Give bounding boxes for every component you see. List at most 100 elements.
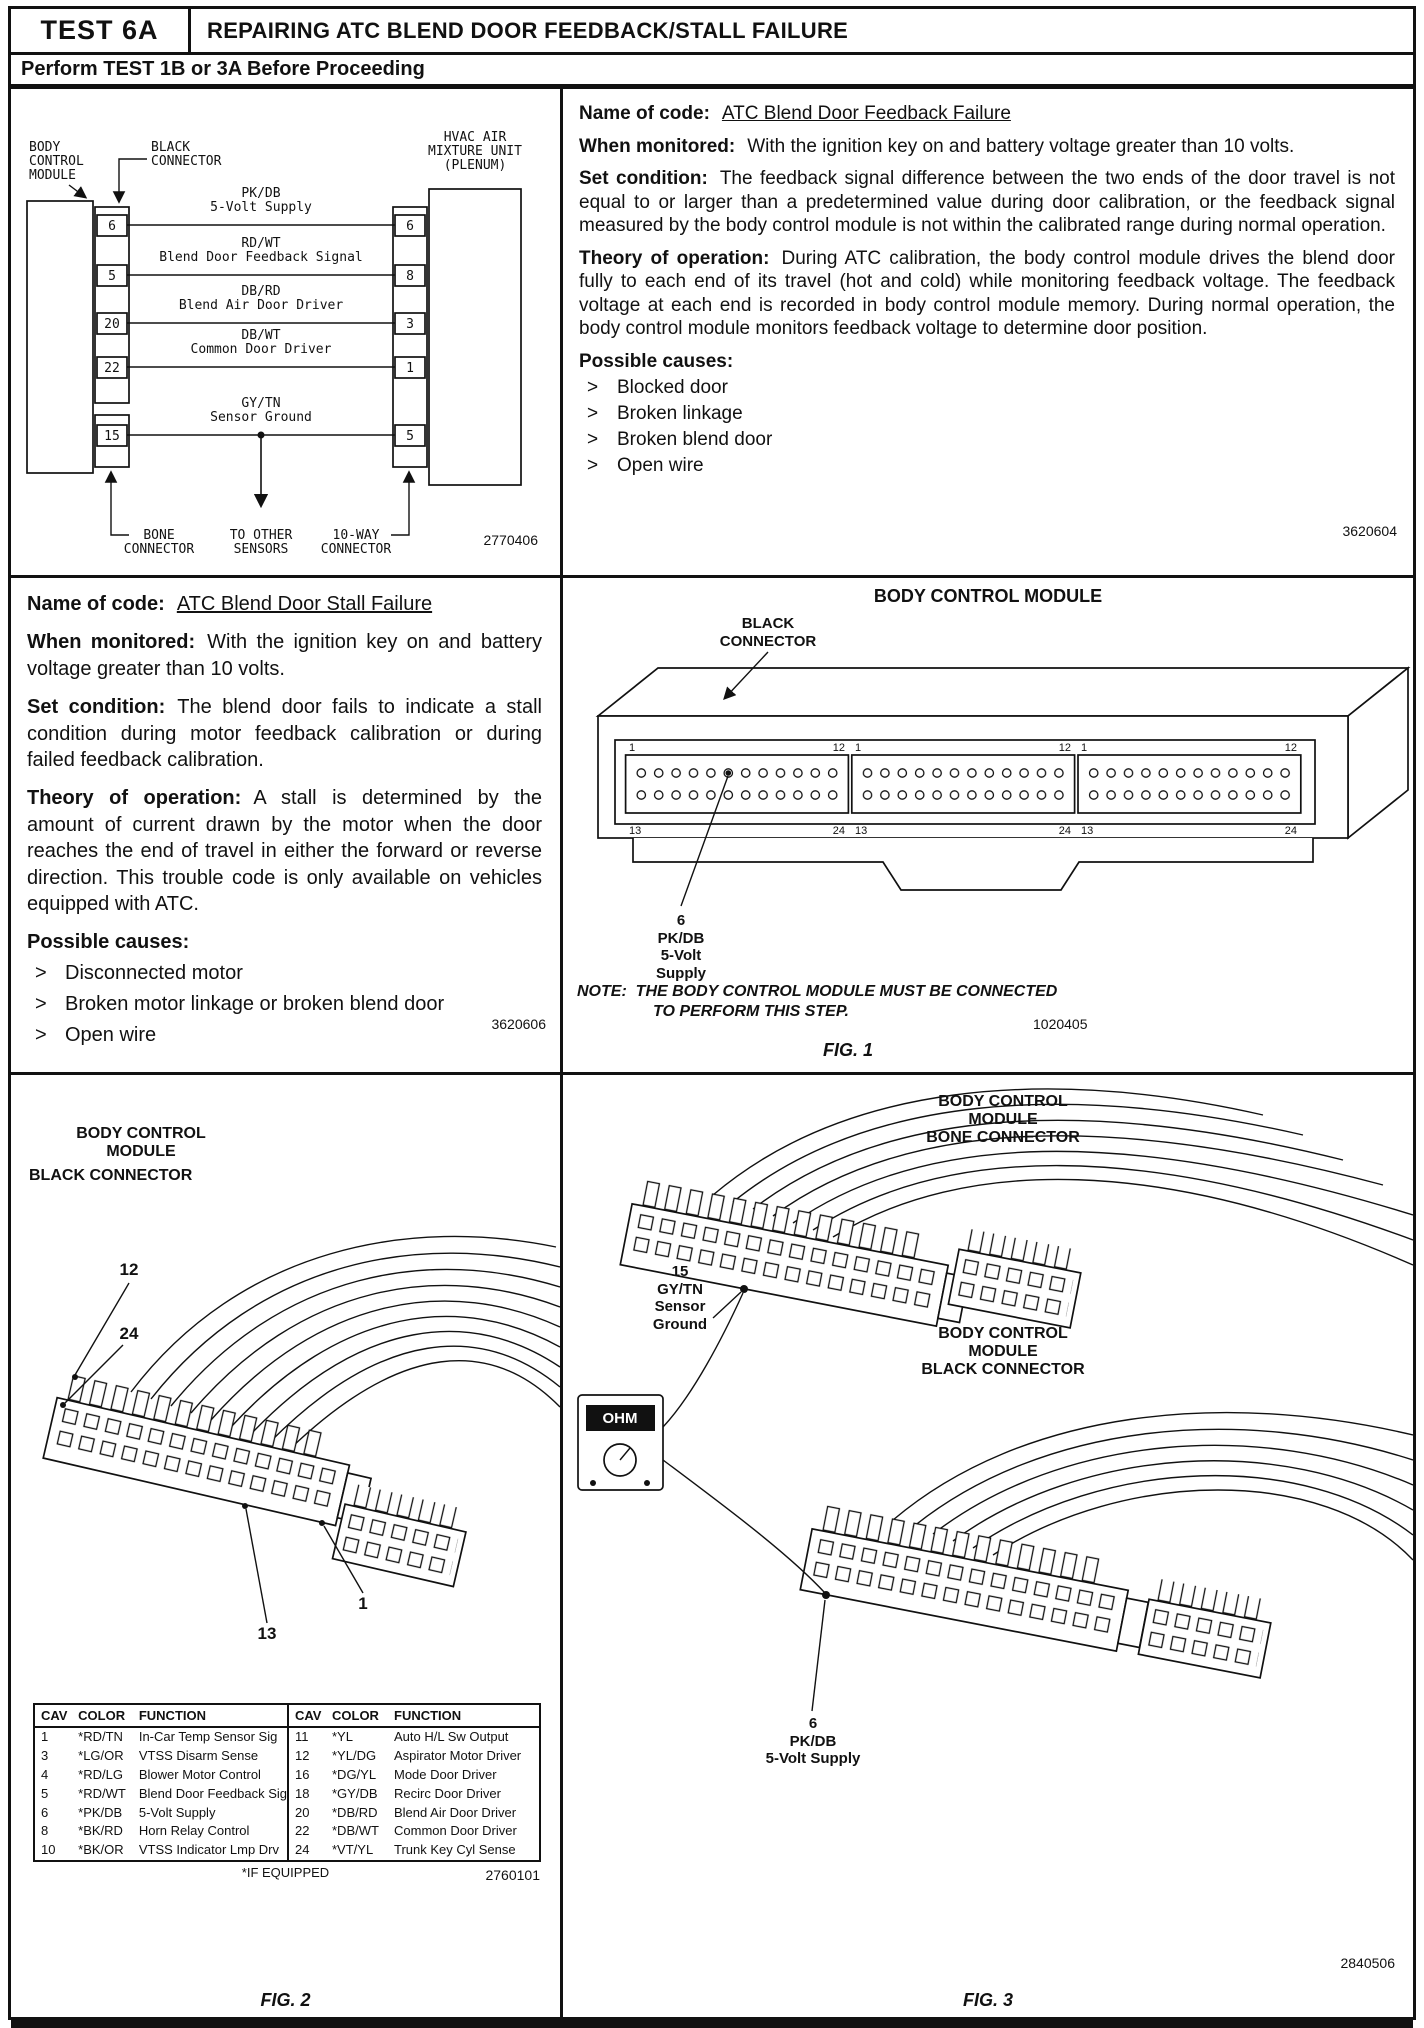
wiring-diagram: 6 5 20 22 15 6 8 3 1 5 BODY CONTROL MODU… (26, 130, 538, 557)
wiring-diagram-panel: 6 5 20 22 15 6 8 3 1 5 BODY CONTROL MODU… (11, 89, 560, 575)
wire-function: 5-Volt Supply (210, 200, 312, 215)
col-header: CAV (35, 1705, 73, 1728)
pin-number: 6 (406, 219, 414, 234)
fig1-title: BODY CONTROL MODULE (873, 586, 1103, 606)
col-header: FUNCTION (132, 1705, 287, 1728)
figure-ref-number: 2770406 (483, 532, 538, 548)
bcm-pins: 6 5 20 22 15 (96, 214, 128, 447)
pin-number: 12 (833, 742, 845, 754)
cause-item: >Blocked door (587, 377, 728, 399)
set-condition: Set condition:The blend door fails to in… (27, 696, 542, 771)
figure-ref-number: 2760101 (485, 1867, 540, 1883)
figure-ref-number: 3620606 (491, 1016, 546, 1032)
pin-number: 5 (108, 269, 116, 284)
pin-callout-24: 24 (120, 1324, 139, 1343)
fig3-drawing: OHM (577, 1088, 1413, 1712)
page-footer-bar (11, 2017, 1413, 2028)
col-header: COLOR (72, 1705, 133, 1728)
stall-failure-panel: Name of code:ATC Blend Door Stall Failur… (11, 575, 560, 1072)
set-condition: Set condition:The feedback signal differ… (579, 168, 1396, 237)
svg-text:CONTROL: CONTROL (29, 154, 84, 169)
wire-color: DB/WT (241, 328, 280, 343)
test-label: TEST 6A (40, 15, 159, 45)
theory-of-operation: Theory of operation:During ATC calibrati… (579, 247, 1395, 340)
svg-text:HVAC AIR: HVAC AIR (444, 130, 507, 145)
main-grid: 6 5 20 22 15 6 8 3 1 5 BODY CONTROL MODU… (11, 89, 1413, 2017)
col-header: CAV (288, 1705, 326, 1728)
fig2-panel: BODY CONTROL MODULE BLACK CONNECTOR (11, 1072, 560, 2017)
cause-item: >Broken motor linkage or broken blend do… (35, 992, 445, 1015)
pin-number: 5 (406, 429, 414, 444)
document-frame: TEST 6A REPAIRING ATC BLEND DOOR FEEDBAC… (8, 6, 1416, 2028)
fig3-panel: OHM BODY CONTROL MODULE BONE CONNECTOR B… (560, 1072, 1413, 2017)
header-row: TEST 6A REPAIRING ATC BLEND DOOR FEEDBAC… (11, 9, 1413, 55)
subtitle-row: Perform TEST 1B or 3A Before Proceeding (11, 55, 1413, 89)
pin-number: 13 (855, 825, 867, 837)
hvac-label: HVAC AIR MIXTURE UNIT (PLENUM) (428, 130, 522, 173)
svg-text:MIXTURE UNIT: MIXTURE UNIT (428, 144, 522, 159)
black-connector-label: BLACK CONNECTOR (720, 615, 817, 650)
black-connector-body (42, 1373, 373, 1527)
pin-number: 8 (406, 269, 414, 284)
cause-item: >Disconnected motor (35, 961, 243, 984)
svg-text:CONNECTOR: CONNECTOR (124, 542, 195, 557)
pin15-dot (740, 1285, 748, 1293)
page-title: REPAIRING ATC BLEND DOOR FEEDBACK/STALL … (207, 17, 849, 43)
wire-color: RD/WT (241, 236, 280, 251)
pin-number: 24 (1285, 825, 1297, 837)
fig1-caption: FIG. 1 (822, 1040, 873, 1060)
wire-function: Blend Air Door Driver (179, 298, 344, 313)
wire-labels: PK/DB 5-Volt Supply RD/WT Blend Door Fee… (159, 186, 363, 425)
fig2-caption: FIG. 2 (260, 1990, 311, 2010)
svg-text:MODULE: MODULE (29, 168, 76, 183)
bone-secondary-body (947, 1228, 1082, 1329)
pin-callout-13: 13 (258, 1624, 277, 1643)
pin6-callout: 6 PK/DB 5-Volt Supply (765, 1715, 861, 1768)
wire-function: Common Door Driver (191, 342, 332, 357)
pin-number: 24 (833, 825, 845, 837)
black-connector-body (799, 1504, 1150, 1653)
bcm-box (26, 200, 94, 474)
cause-item: >Broken blend door (587, 429, 773, 451)
svg-text:CONNECTOR: CONNECTOR (720, 633, 817, 650)
wire-function: Sensor Ground (210, 410, 312, 425)
pin-number: 6 (108, 219, 116, 234)
pin-number: 3 (406, 317, 414, 332)
wire-color: PK/DB (241, 186, 280, 201)
fig2-drawing: 12 24 13 1 (42, 1235, 560, 1643)
table-footnote: *IF EQUIPPED (241, 1865, 330, 1880)
bcm-label: BODY CONTROL MODULE (29, 140, 84, 183)
possible-causes-heading: Possible causes: (579, 350, 734, 372)
pin-number: 20 (104, 317, 120, 332)
pin6-dot (822, 1591, 830, 1599)
black-secondary-body (1137, 1578, 1272, 1679)
fig1-panel: BODY CONTROL MODULE 1 (560, 575, 1413, 1072)
fig2-connector-label: BLACK CONNECTOR (29, 1167, 193, 1184)
meter-display: OHM (603, 1410, 638, 1427)
wire-harness (712, 1088, 1413, 1266)
pin-number: 1 (855, 742, 861, 754)
svg-text:CONNECTOR: CONNECTOR (151, 154, 222, 169)
pin6-callout: 6 PK/DB 5-Volt Supply (655, 912, 706, 983)
bone-connector-label: BODY CONTROL MODULE BONE CONNECTOR (926, 1093, 1080, 1146)
secondary-connector-body (331, 1483, 467, 1588)
pin-number: 1 (629, 742, 635, 754)
hvac-box (428, 188, 522, 486)
to-other-sensors-label: TO OTHER SENSORS (230, 528, 293, 557)
ten-way-connector-strip (392, 206, 428, 468)
pin-callout-12: 12 (120, 1260, 139, 1279)
pin-callout-1: 1 (358, 1594, 367, 1613)
feedback-failure-panel: Name of code:ATC Blend Door Feedback Fai… (560, 89, 1413, 575)
pin-number: 12 (1059, 742, 1071, 754)
svg-text:BLACK: BLACK (742, 615, 795, 632)
